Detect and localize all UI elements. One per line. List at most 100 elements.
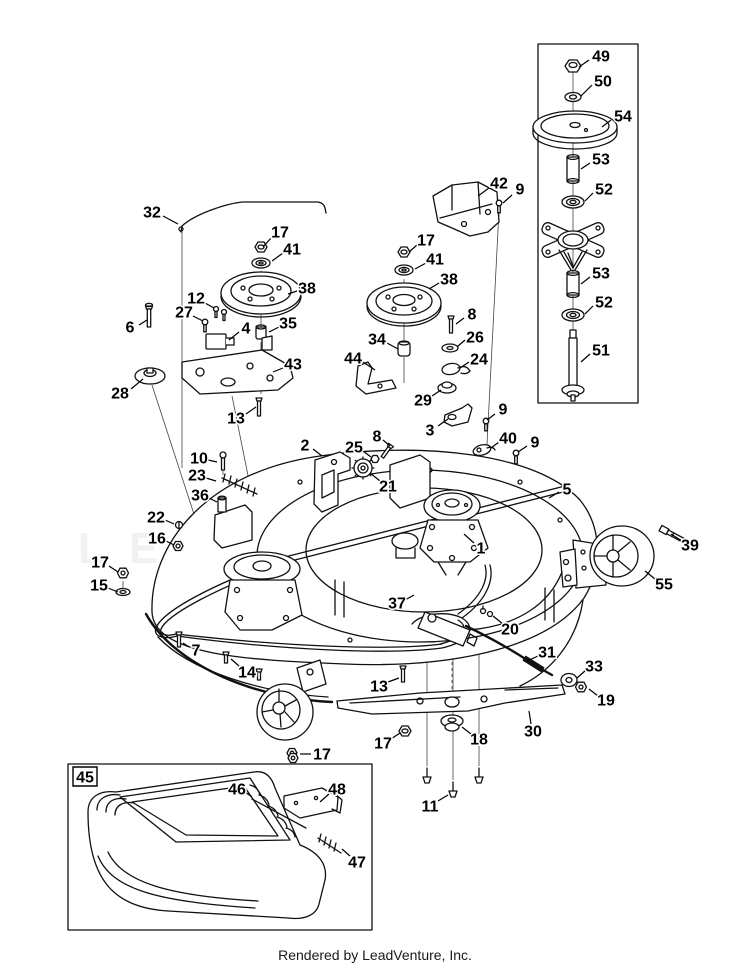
part-4-spacer-block <box>206 334 234 349</box>
svg-text:52: 52 <box>595 182 613 199</box>
part-1-center-spindle <box>420 490 488 575</box>
part-15-washer <box>116 589 130 596</box>
svg-text:9: 9 <box>531 435 540 452</box>
svg-text:47: 47 <box>348 855 366 872</box>
callout-27: 27 <box>174 303 203 323</box>
svg-text:49: 49 <box>592 49 610 66</box>
part-50-washer <box>565 93 581 102</box>
part-35-spacer <box>256 325 266 339</box>
callout-38: 38 <box>429 270 460 290</box>
callout-13: 13 <box>226 407 256 429</box>
svg-text:6: 6 <box>126 320 135 337</box>
svg-text:39: 39 <box>681 538 699 555</box>
part-13-bolt-blade <box>400 666 406 682</box>
part-16-nut <box>173 542 183 551</box>
svg-text:55: 55 <box>655 577 673 594</box>
part-8-bolt-right <box>448 316 454 333</box>
part-32-lift-rod <box>179 202 326 232</box>
svg-text:23: 23 <box>188 468 206 485</box>
svg-text:38: 38 <box>440 272 458 289</box>
callout-17: 17 <box>90 553 118 573</box>
svg-text:52: 52 <box>595 295 613 312</box>
callout-5: 5 <box>549 480 573 500</box>
svg-text:15: 15 <box>90 578 108 595</box>
svg-text:44: 44 <box>344 351 362 368</box>
callout-20: 20 <box>493 616 521 640</box>
callout-4: 4 <box>229 319 252 341</box>
part-12-screws <box>214 307 227 321</box>
svg-text:16: 16 <box>148 531 166 548</box>
part-19-nut <box>576 682 587 692</box>
svg-text:17: 17 <box>313 747 331 764</box>
callout-19: 19 <box>589 689 617 711</box>
part-33-washer <box>561 674 577 687</box>
callout-34: 34 <box>367 330 398 350</box>
part-21-gear-washer <box>352 457 374 479</box>
svg-text:17: 17 <box>91 555 109 572</box>
callout-17: 17 <box>409 231 437 253</box>
part-26-washer <box>442 344 458 352</box>
callout-24: 24 <box>460 350 490 370</box>
callout-3: 3 <box>424 419 448 441</box>
part-2-bracket <box>314 452 350 512</box>
svg-text:45: 45 <box>76 770 94 787</box>
part-38-idler-pulley-right <box>367 283 441 326</box>
callout-41: 41 <box>415 250 446 270</box>
svg-text:4: 4 <box>242 321 251 338</box>
callout-13: 13 <box>369 677 399 697</box>
footer-credit: Rendered by LeadVenture, Inc. <box>278 947 472 963</box>
svg-text:12: 12 <box>187 291 205 308</box>
svg-text:36: 36 <box>191 488 209 505</box>
svg-text:5: 5 <box>563 482 572 499</box>
part-17-nut-inset <box>288 754 298 763</box>
svg-text:24: 24 <box>470 352 488 369</box>
svg-text:9: 9 <box>499 402 508 419</box>
svg-text:53: 53 <box>592 266 610 283</box>
part-30-blade <box>337 685 565 714</box>
svg-text:7: 7 <box>192 643 201 660</box>
part-8-bolt-upper <box>380 443 394 459</box>
part-6-bolt <box>146 303 153 327</box>
callout-55: 55 <box>645 571 675 595</box>
svg-text:13: 13 <box>227 411 245 428</box>
part-53-spacer-upper <box>567 155 579 184</box>
part-3-bracket <box>444 404 472 426</box>
svg-text:35: 35 <box>279 316 297 333</box>
svg-text:2: 2 <box>301 438 310 455</box>
part-36-spacer <box>218 496 226 512</box>
svg-text:10: 10 <box>190 451 208 468</box>
part-45-deflector-chute <box>88 772 326 919</box>
part-17-nut-left-idler <box>255 242 267 252</box>
callout-9: 9 <box>503 180 526 204</box>
part-13-bolt-left <box>256 398 262 416</box>
part-10-screw <box>220 452 226 470</box>
svg-text:51: 51 <box>592 343 610 360</box>
part-53-spacer-lower <box>567 271 579 298</box>
svg-text:42: 42 <box>490 176 508 193</box>
part-17-nut-blade <box>399 726 411 736</box>
spindle-parts-box <box>533 44 638 403</box>
callout-9: 9 <box>487 400 509 421</box>
part-31-rod <box>466 626 552 675</box>
callout-28: 28 <box>110 379 143 404</box>
part-17-nut-right-idler <box>398 247 410 257</box>
callout-53: 53 <box>581 264 612 285</box>
svg-text:8: 8 <box>468 307 477 324</box>
part-54-pulley <box>533 111 617 149</box>
callout-52: 52 <box>585 293 615 315</box>
callout-31: 31 <box>527 643 558 663</box>
part-42-bracket <box>433 182 499 236</box>
callout-47: 47 <box>342 849 368 873</box>
svg-text:31: 31 <box>538 645 556 662</box>
part-39-shoulder-bolt <box>659 525 687 543</box>
svg-text:11: 11 <box>422 799 439 816</box>
part-41-washer-left-idler <box>252 258 270 268</box>
callout-48: 48 <box>320 780 348 803</box>
callout-42: 42 <box>478 174 510 197</box>
part-23-spring <box>222 474 257 496</box>
callout-11: 11 <box>420 795 448 817</box>
part-9-screw-c <box>513 450 519 464</box>
part-25-nut <box>371 456 379 463</box>
